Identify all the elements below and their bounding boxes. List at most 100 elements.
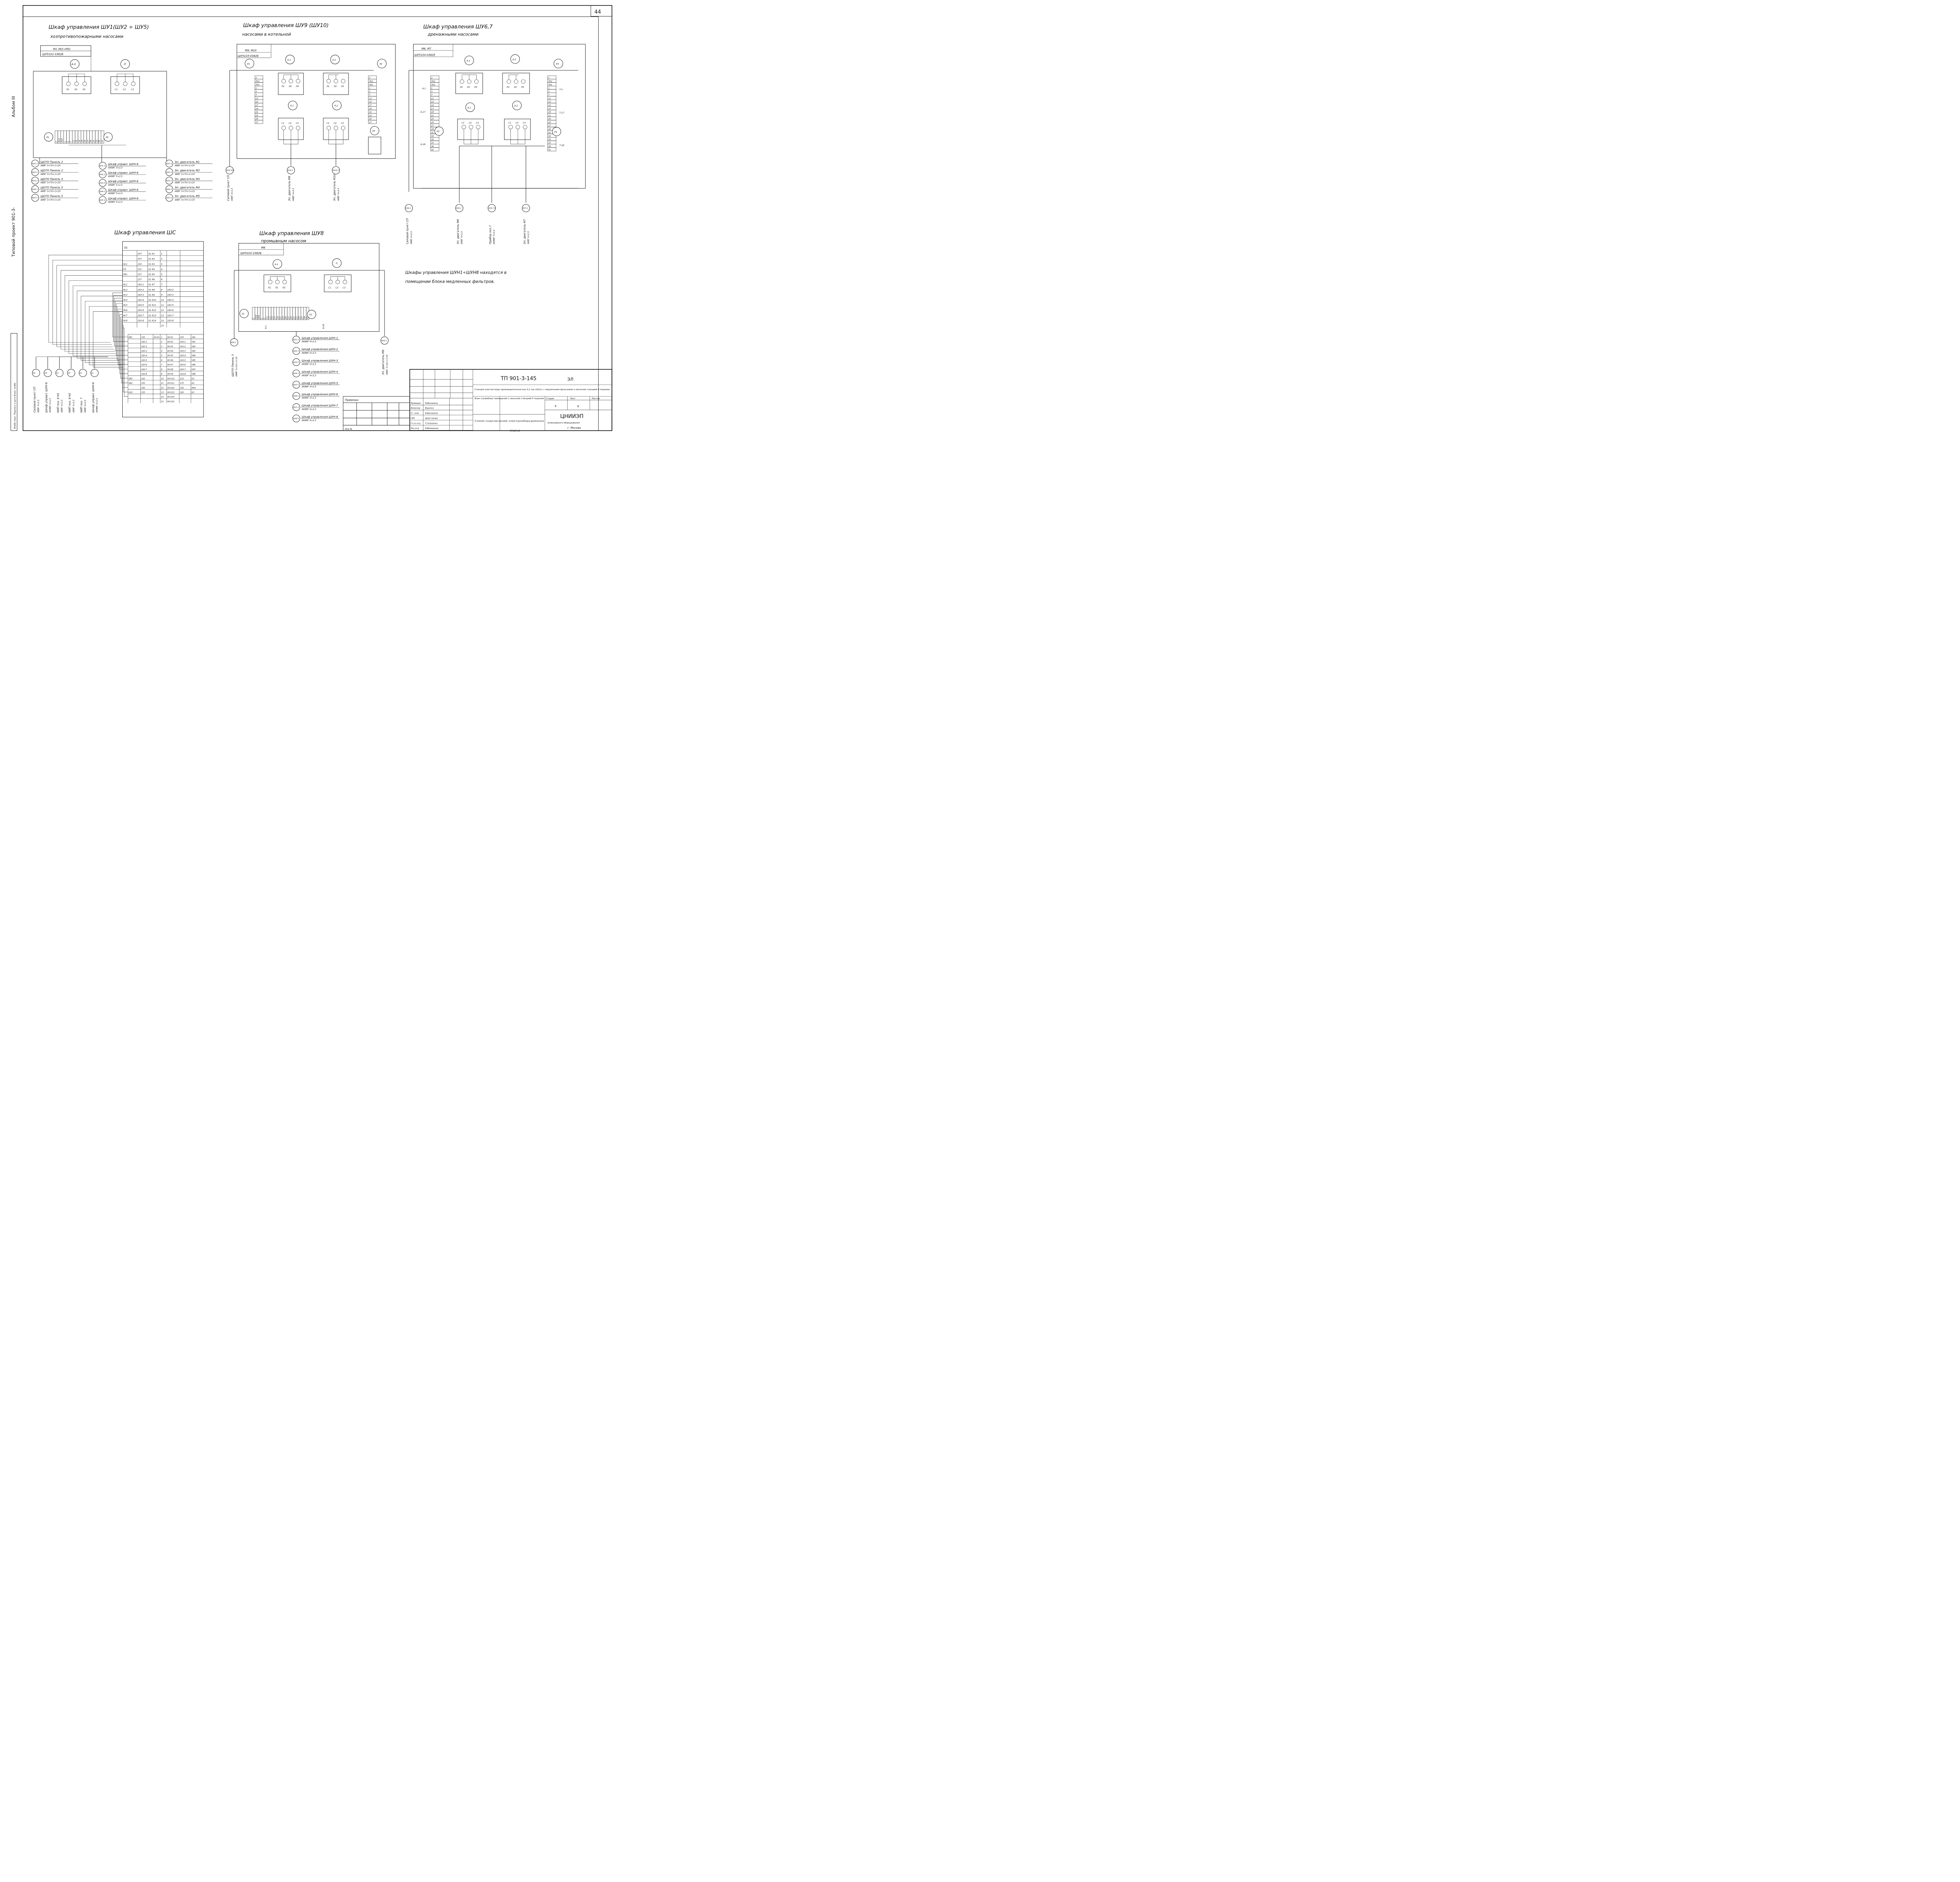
terminal-label: 23 (369, 114, 371, 117)
cable-dest: Шкаф управления ШУН-8 (302, 415, 338, 418)
shs-cell: 01 К14 (149, 320, 156, 322)
shs-cell: V81 (192, 341, 196, 343)
shs-cell: 163-8 (180, 373, 186, 376)
cable-marker (165, 168, 173, 176)
cable-id: КН4-3 (100, 191, 105, 193)
terminal-label: 33 (431, 135, 434, 138)
sheets-label: Листов (592, 398, 600, 400)
shs-cell: 155 (141, 382, 145, 385)
cable-id: КН5-5 (293, 384, 299, 386)
terminal-label: Л12 (431, 80, 435, 83)
shs-cell: 01 К7 (149, 284, 155, 286)
shu8-relay-l (332, 258, 342, 268)
terminal-label: 27 (288, 316, 290, 319)
sign-name: Кабызанина (425, 402, 438, 405)
sign-role: Ст. инж. (411, 412, 420, 415)
shu9-title: Шкаф управления ШУ9 (ШУ10) (243, 23, 328, 29)
cable-marker (332, 166, 340, 174)
shs-cell: HL3 (123, 294, 127, 296)
cable-id: КН8-2 (381, 340, 387, 342)
cable-id: КН6-1 (406, 207, 411, 210)
shu9-tag: М9; М10 (245, 49, 257, 52)
cable-spec: АКВВГ 4×2,5 (96, 398, 98, 413)
shs-cell: HL6 (123, 309, 127, 312)
cable-id: КН1-2 (166, 163, 172, 165)
shu8-subtitle: промывным насосом (261, 239, 306, 243)
cable-marker (31, 168, 39, 176)
terminal-label: 39 (548, 145, 551, 148)
shs-cell: 15 (161, 325, 164, 327)
sheet-label: Лист (570, 398, 576, 400)
shs-cell: 11 (161, 304, 164, 307)
terminal-label: 31 (431, 132, 434, 134)
terminal-label: 21 (369, 111, 371, 114)
terminal-label: 35 (431, 139, 434, 141)
cable-dest: Шкаф управления ШУН-5 (302, 381, 338, 385)
terminal-label: 2 (55, 141, 58, 143)
inv-label: Инв № (345, 428, 352, 431)
terminal-label: 25 (431, 122, 434, 124)
cable-spec: АКВВГ 7×2,5 (493, 229, 495, 244)
cable-marker (91, 369, 99, 377)
shs-cell: 155 (141, 336, 145, 339)
cable-dest: Шкаф управления ШУН-7 (302, 404, 338, 407)
svg-text:Л1: Л1 (506, 86, 510, 89)
terminal-label: 35 (548, 139, 551, 141)
svg-text:Л1: Л1 (459, 86, 463, 89)
terminal-label: 11 (266, 316, 269, 319)
shs-cell: HL9 (129, 391, 132, 394)
shs-cell: 163-1 (180, 341, 186, 343)
cable-id: КН9-2 (288, 169, 293, 172)
terminal-label: 37 (102, 140, 104, 142)
terminal-label: 17 (274, 316, 276, 319)
shs-cell: 155 (180, 336, 184, 339)
shs-cell: 13 (161, 314, 164, 317)
terminal-label: 33 (296, 316, 298, 319)
terminal-label: 33 (548, 135, 551, 138)
cable-id: К1 (91, 372, 94, 374)
shs-cell: SR1 (123, 274, 127, 276)
cable-id: КН3-5 (293, 362, 299, 364)
terminal-label: 11 (73, 140, 75, 143)
cable-id: Н8 (33, 372, 35, 374)
terminal-label: 16 (78, 140, 81, 142)
terminal-label: Л21 (255, 84, 260, 86)
shs-cell: 163-7 (167, 314, 174, 317)
cable-dest: Шкаф управл. ШУН-6 (45, 382, 48, 412)
terminal-label: 29 (90, 140, 93, 142)
shs-wiring (48, 255, 128, 397)
shu6-relay-p2 (434, 126, 444, 136)
cable-id: КН4-5 (293, 372, 299, 375)
shs-cell: 00 К15 (167, 401, 174, 403)
terminal-label: 15 (271, 316, 274, 319)
terminal-label: 2 (369, 77, 370, 79)
terminal-label: 31 (293, 316, 296, 319)
cable-spec: АКВВГ 4×2,5 (301, 420, 316, 422)
cable-marker (292, 336, 300, 343)
shs-cell: 3 (161, 345, 162, 348)
sheet-value: 8 (577, 405, 579, 408)
cable-spec: АВВГ 4×2,5 (338, 188, 340, 201)
svg-text:С1: С1 (328, 287, 331, 289)
shs-cell: 14 (161, 320, 164, 322)
object-name: Станция очистки воды производительностью… (475, 388, 610, 391)
terminal-label: Л12 (255, 314, 258, 320)
svg-text:Л2: Л2 (466, 86, 470, 89)
terminal-label: 13 (269, 316, 271, 319)
shu8-title: Шкаф управления ШУ8 (260, 231, 324, 237)
svg-text:Л: Л (335, 263, 337, 265)
shs-cell: 00 К2 (167, 341, 173, 343)
shs-cell: V86 (192, 364, 196, 366)
shu9-relay-p1 (245, 59, 254, 69)
terminal-label: 31 (93, 140, 95, 143)
svg-text:6-17: 6-17 (421, 111, 426, 113)
shu6-relay-a2 (512, 100, 522, 110)
shs-cell: 00 К4 (167, 350, 173, 352)
shu6-title: Шкаф управления ШУ6,7 (423, 24, 493, 30)
sign-name: Кабижанина (425, 427, 438, 430)
shu9-relay-a1 (285, 54, 295, 64)
shs-cell: 01 К8 (149, 289, 155, 291)
svg-text:7-29: 7-29 (559, 144, 564, 147)
